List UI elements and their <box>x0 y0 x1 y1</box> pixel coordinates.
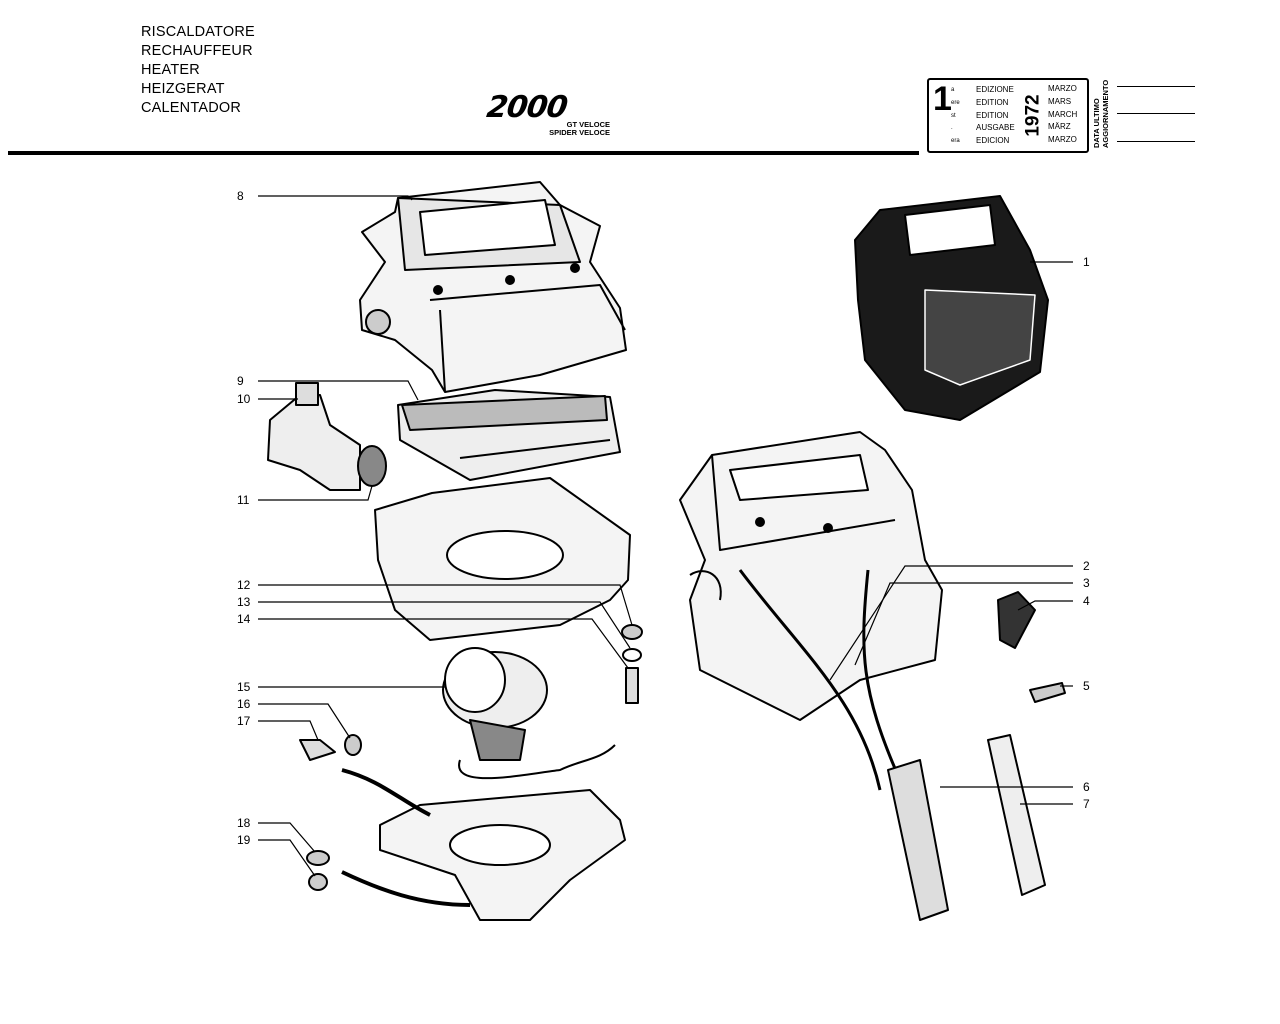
callout-15: 15 <box>237 680 251 694</box>
callout-11: 11 <box>237 493 250 507</box>
edition-month: MARZO <box>1048 135 1077 144</box>
edition-suffix: ere <box>951 100 960 106</box>
callout-19: 19 <box>237 833 251 847</box>
hose-clamp-drawing <box>357 445 387 487</box>
control-lever-drawing <box>887 759 949 921</box>
title-french: RECHAUFFEUR <box>141 43 253 59</box>
model-variant-gt: GT VELOCE <box>566 120 610 129</box>
edition-number: 1 <box>933 80 952 118</box>
edition-name: AUSGABE <box>976 123 1015 132</box>
title-english: HEATER <box>141 62 200 78</box>
header-rule <box>8 151 919 155</box>
model-logo: 2000 GT VELOCE SPIDER VELOCE <box>485 90 617 138</box>
edition-name: EDIZIONE <box>976 85 1014 94</box>
callout-16: 16 <box>237 697 251 711</box>
callout-2: 2 <box>1083 559 1090 573</box>
callout-6: 6 <box>1083 780 1090 794</box>
model-variant-spider: SPIDER VELOCE <box>549 128 610 137</box>
callout-9: 9 <box>237 374 244 388</box>
callout-13: 13 <box>237 595 251 609</box>
heater-housing-drawing <box>359 181 627 393</box>
update-date-rule <box>1117 141 1195 142</box>
edition-suffix: st <box>951 113 956 119</box>
callout-17: 17 <box>237 714 251 728</box>
callout-12: 12 <box>237 578 251 592</box>
callout-4: 4 <box>1083 594 1090 608</box>
edition-month: MÄRZ <box>1048 122 1071 131</box>
assembled-heater-drawing <box>854 195 1049 421</box>
base-tray-drawing <box>341 768 626 921</box>
knob-drawing <box>997 591 1036 649</box>
edition-month: MARZO <box>1048 84 1077 93</box>
control-bracket-drawing <box>987 734 1046 896</box>
callout-14: 14 <box>237 612 251 626</box>
edition-suffix: a <box>951 87 955 93</box>
callout-8: 8 <box>237 189 244 203</box>
update-date-rule <box>1117 113 1195 114</box>
edition-suffix: . <box>951 125 953 131</box>
edition-name: EDICION <box>976 136 1010 145</box>
callout-7: 7 <box>1083 797 1090 811</box>
screw-drawing <box>1029 682 1066 703</box>
callout-18: 18 <box>237 816 251 830</box>
blower-fan-drawing <box>442 647 616 780</box>
edition-month: MARCH <box>1048 110 1078 119</box>
title-spanish: CALENTADOR <box>141 100 242 116</box>
edition-month: MARS <box>1048 97 1072 106</box>
title-italian: RISCALDATORE <box>141 24 255 40</box>
lower-housing-drawing <box>374 477 631 641</box>
radiator-core-drawing <box>397 389 621 481</box>
title-german: HEIZGERAT <box>141 81 225 97</box>
callout-10: 10 <box>237 392 251 406</box>
installed-heater-drawing <box>679 431 943 791</box>
callout-1: 1 <box>1083 255 1090 269</box>
update-date-rule <box>1117 86 1195 87</box>
callout-3: 3 <box>1083 576 1090 590</box>
edition-name: EDITION <box>976 111 1009 120</box>
edition-suffix: era <box>951 138 960 144</box>
callout-leaders <box>258 195 1073 877</box>
edition-name: EDITION <box>976 98 1009 107</box>
title-block: RISCALDATORE RECHAUFFEUR HEATER HEIZGERA… <box>141 23 255 118</box>
callout-5: 5 <box>1083 679 1090 693</box>
edition-box: 1 a ere st . era EDIZIONE EDITION EDITIO… <box>927 78 1089 153</box>
